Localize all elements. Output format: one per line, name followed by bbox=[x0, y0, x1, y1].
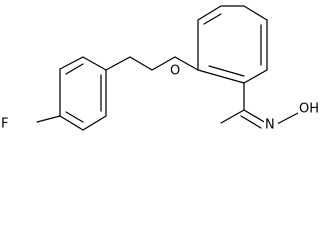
bond bbox=[243, 69, 268, 84]
oxime-nitrogen-label: N bbox=[265, 118, 275, 133]
double-bond bbox=[240, 115, 262, 129]
bond bbox=[82, 56, 107, 71]
bond bbox=[129, 56, 153, 71]
bond bbox=[197, 5, 222, 21]
molecule-diagram: F O N OH bbox=[1, 5, 320, 133]
bond bbox=[36, 115, 61, 123]
bond bbox=[220, 109, 245, 124]
double-bond bbox=[208, 65, 245, 77]
double-bond bbox=[243, 109, 267, 124]
bond bbox=[59, 115, 84, 131]
bond bbox=[243, 5, 268, 21]
double-bond bbox=[203, 13, 222, 25]
double-bond bbox=[65, 63, 84, 75]
bond bbox=[82, 115, 107, 131]
ether-oxygen-label: O bbox=[170, 64, 180, 79]
fluorine-label: F bbox=[1, 117, 8, 132]
double-bond bbox=[65, 111, 84, 123]
benzene-ring bbox=[197, 5, 268, 84]
bond bbox=[59, 56, 84, 70]
bond bbox=[151, 56, 176, 71]
bond bbox=[276, 112, 299, 125]
bond bbox=[197, 69, 245, 84]
bond bbox=[105, 56, 131, 71]
bond bbox=[174, 56, 199, 71]
hydroxyl-label: OH bbox=[299, 102, 319, 117]
fluorophenyl-ring bbox=[59, 56, 107, 131]
